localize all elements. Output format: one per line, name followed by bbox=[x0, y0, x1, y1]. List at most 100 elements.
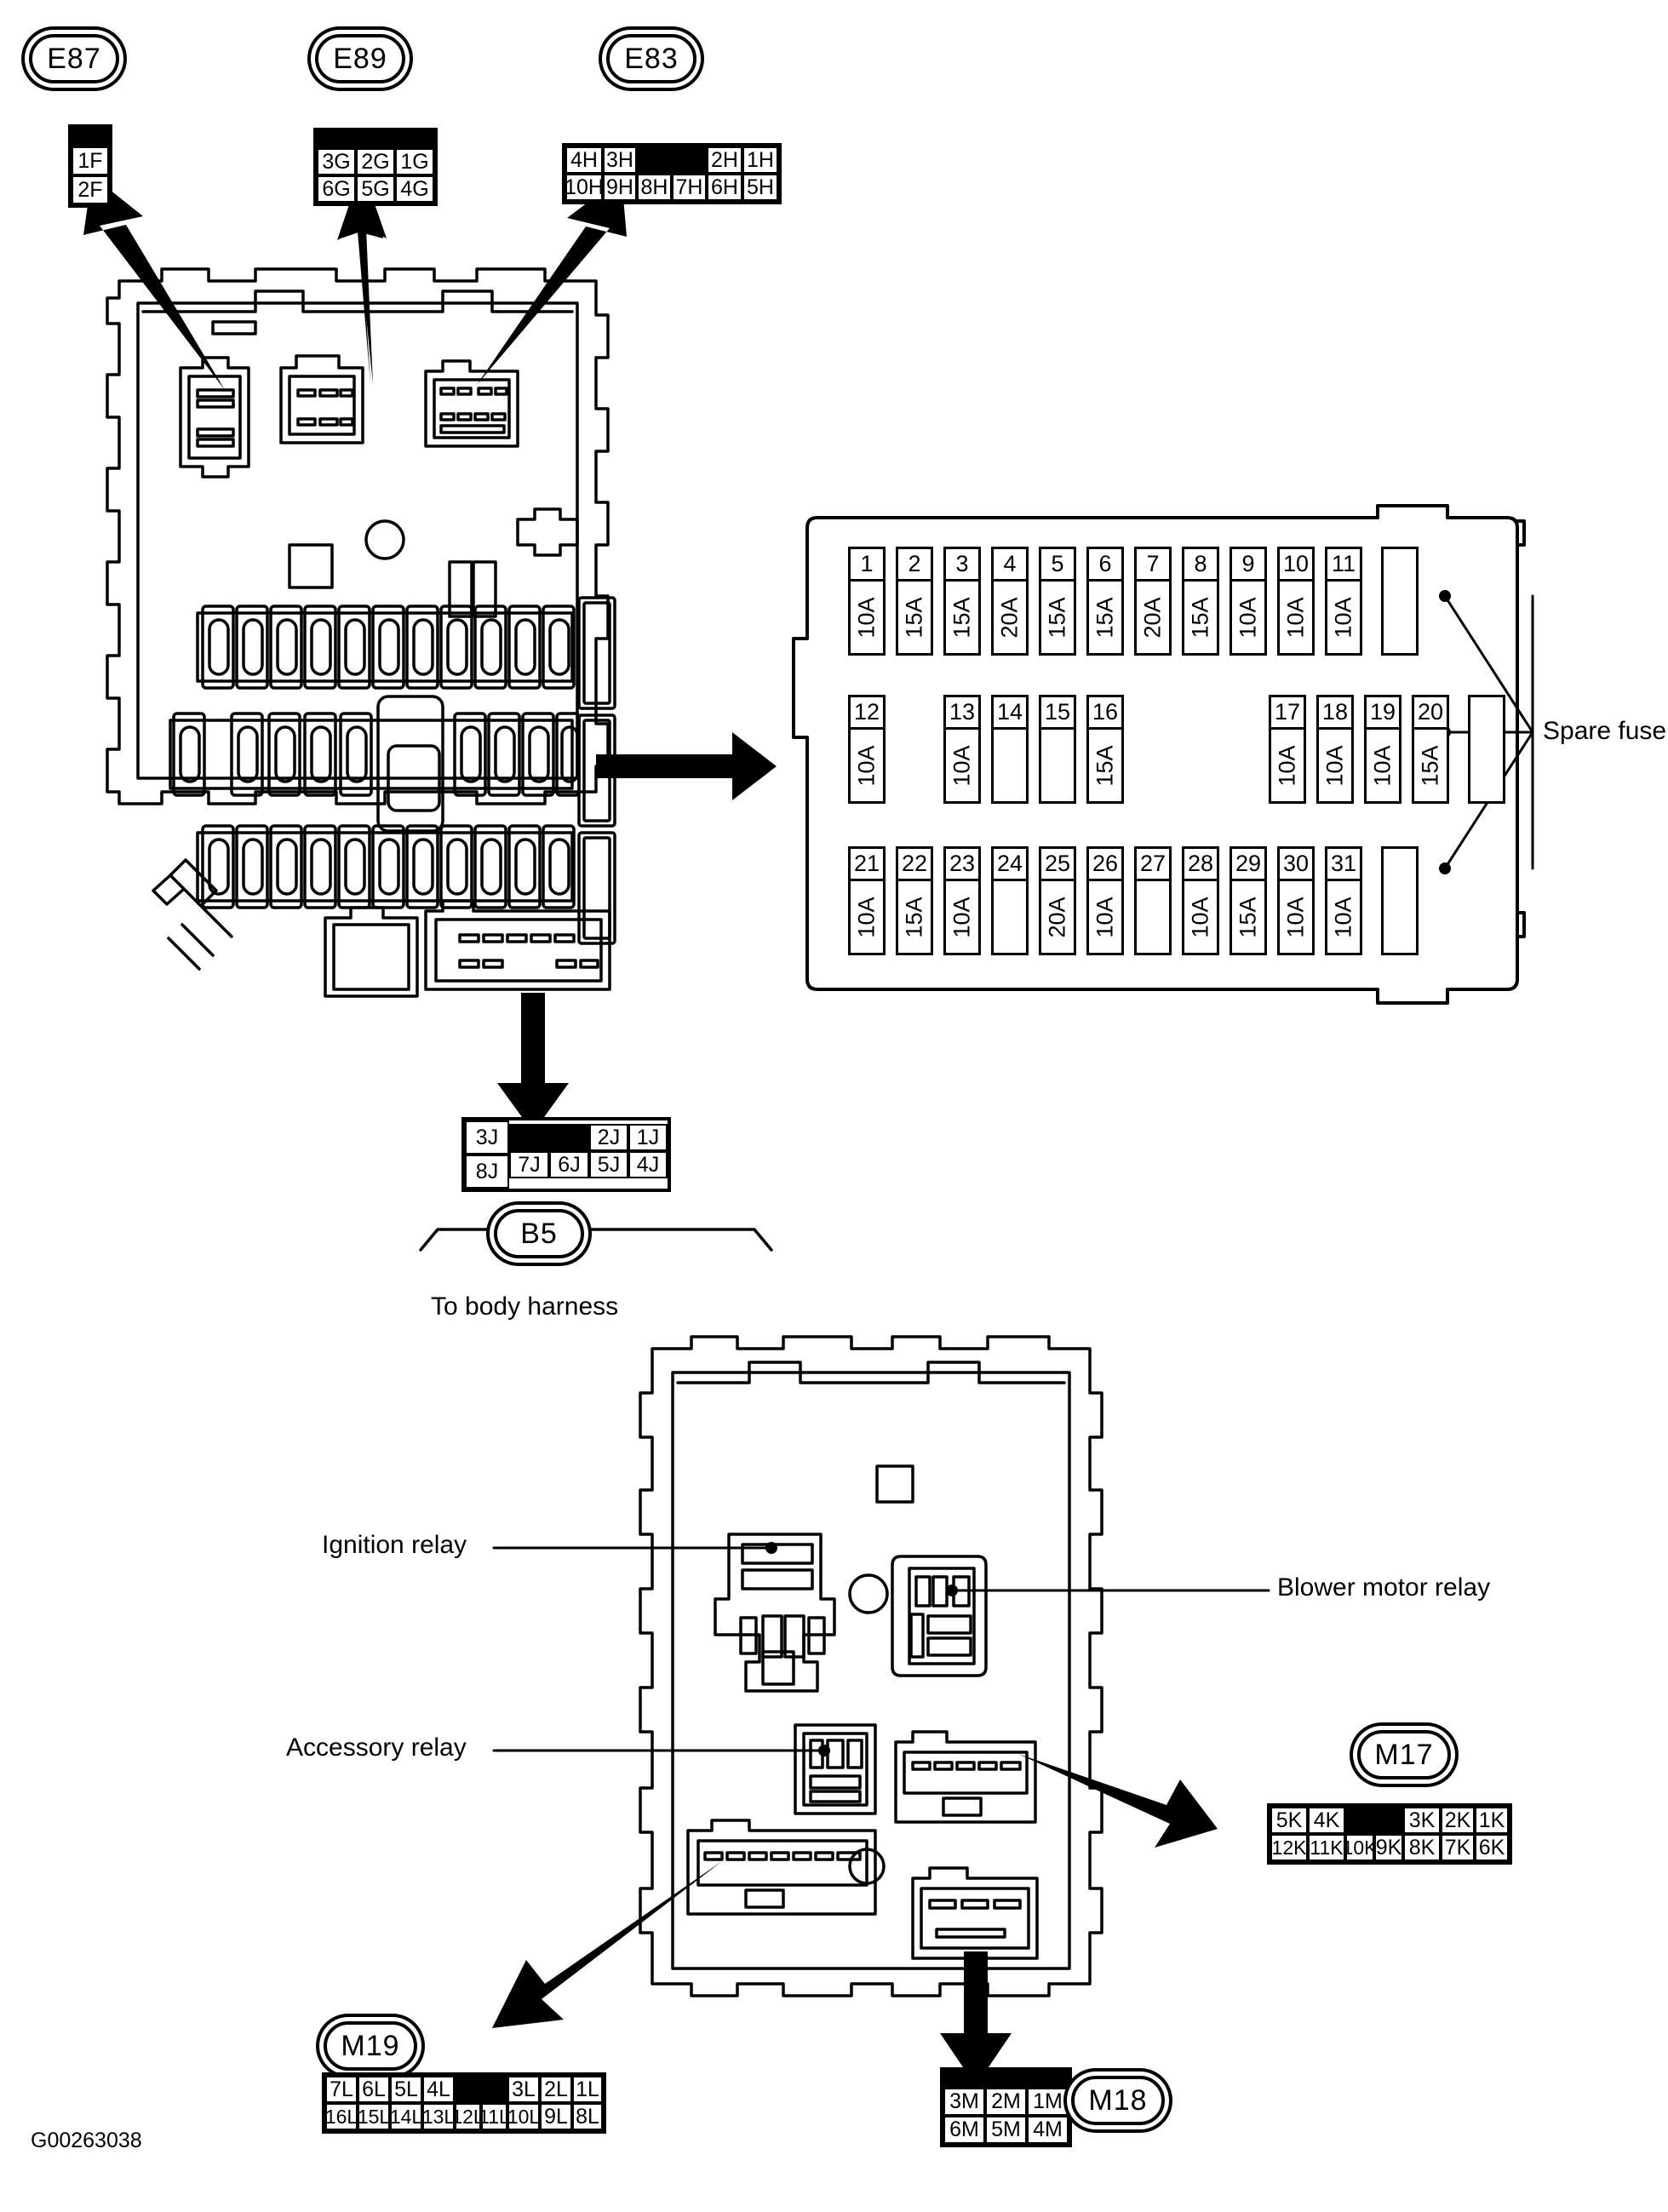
fuse-slot[interactable]: 3 15A bbox=[943, 547, 981, 656]
pin-cell[interactable]: 3H bbox=[603, 146, 637, 174]
fuse-slot-empty[interactable]: 14 bbox=[991, 695, 1029, 804]
pin-cell[interactable]: 5G bbox=[356, 175, 395, 203]
spare-fuse-slot[interactable] bbox=[1468, 695, 1505, 804]
pin-cell[interactable]: 2M bbox=[985, 2088, 1027, 2116]
pin-cell[interactable]: 4M bbox=[1027, 2116, 1069, 2144]
fuse-slot[interactable]: 25 20A bbox=[1039, 846, 1076, 955]
fuse-slot[interactable]: 22 15A bbox=[896, 846, 933, 955]
pin-cell[interactable]: 3G bbox=[317, 148, 356, 175]
pin-cell[interactable]: 4H bbox=[565, 146, 603, 174]
connector-bubble-b5[interactable]: B5 bbox=[494, 1209, 584, 1258]
fuse-slot[interactable]: 13 10A bbox=[943, 695, 981, 804]
pin-cell[interactable]: 1K bbox=[1475, 1807, 1509, 1834]
connector-pingrid-m17[interactable]: 5K 4K 3K 2K 1K 12K 11K 10K 9K 8K 7K 6K bbox=[1267, 1803, 1512, 1865]
pin-cell[interactable]: 2H bbox=[707, 146, 742, 174]
connector-bubble-m19[interactable]: M19 bbox=[324, 2021, 417, 2071]
fuse-slot[interactable]: 30 10A bbox=[1277, 846, 1315, 955]
connector-bubble-m18[interactable]: M18 bbox=[1071, 2076, 1165, 2125]
pin-cell[interactable]: 11K bbox=[1308, 1834, 1345, 1861]
fuse-slot-empty[interactable]: 27 bbox=[1134, 846, 1172, 955]
fuse-slot[interactable]: 7 20A bbox=[1134, 547, 1172, 656]
fuse-slot[interactable]: 31 10A bbox=[1325, 846, 1362, 955]
pin-cell[interactable]: 7K bbox=[1441, 1834, 1475, 1861]
fuse-slot[interactable]: 8 15A bbox=[1182, 547, 1219, 656]
fuse-slot[interactable]: 10 10A bbox=[1277, 547, 1315, 656]
connector-bubble-e83[interactable]: E83 bbox=[606, 34, 696, 83]
pin-cell[interactable]: 9H bbox=[603, 174, 637, 201]
pin-cell[interactable]: 6K bbox=[1475, 1834, 1509, 1861]
fuse-slot[interactable]: 28 10A bbox=[1182, 846, 1219, 955]
pin-cell[interactable]: 1G bbox=[395, 148, 434, 175]
pin-cell[interactable]: 3M bbox=[943, 2088, 985, 2116]
pin-cell[interactable]: 11L bbox=[479, 2103, 510, 2130]
pin-cell[interactable]: 2F bbox=[72, 175, 109, 204]
pin-cell[interactable]: 6G bbox=[317, 175, 356, 203]
connector-bubble-e89[interactable]: E89 bbox=[315, 34, 405, 83]
pin-cell[interactable]: 5M bbox=[985, 2116, 1027, 2144]
fuse-slot[interactable]: 9 10A bbox=[1230, 547, 1267, 656]
connector-pingrid-e83[interactable]: 4H 3H 2H 1H 10H 9H 8H 7H 6H 5H bbox=[562, 143, 782, 204]
pin-cell[interactable]: 7L bbox=[325, 2076, 358, 2103]
pin-cell[interactable]: 4L bbox=[422, 2076, 455, 2103]
pin-cell[interactable]: 10H bbox=[565, 174, 604, 201]
fuse-slot[interactable]: 29 15A bbox=[1230, 846, 1267, 955]
pin-cell[interactable]: 16L bbox=[325, 2103, 358, 2130]
fuse-slot[interactable]: 11 10A bbox=[1325, 547, 1362, 656]
connector-pingrid-b5[interactable]: 3J 8J 2J 1J 7J 6J 5J 4J bbox=[461, 1117, 671, 1192]
fuse-slot[interactable]: 1 10A bbox=[848, 547, 886, 656]
pin-cell[interactable]: 6J bbox=[549, 1151, 589, 1178]
pin-cell[interactable]: 13L bbox=[422, 2103, 455, 2130]
pin-cell[interactable]: 5L bbox=[390, 2076, 422, 2103]
pin-cell[interactable]: 10L bbox=[507, 2103, 540, 2130]
pin-cell[interactable]: 3J bbox=[465, 1120, 509, 1155]
fuse-slot[interactable]: 6 15A bbox=[1086, 547, 1124, 656]
pin-cell[interactable]: 1H bbox=[742, 146, 778, 174]
fuse-slot[interactable]: 19 10A bbox=[1364, 695, 1401, 804]
fuse-slot[interactable]: 2 15A bbox=[896, 547, 933, 656]
pin-cell[interactable]: 15L bbox=[358, 2103, 390, 2130]
pin-cell[interactable]: 6H bbox=[707, 174, 742, 201]
pin-cell[interactable]: 4K bbox=[1308, 1807, 1345, 1834]
pin-cell[interactable]: 1F bbox=[72, 146, 109, 175]
pin-cell[interactable]: 1M bbox=[1027, 2088, 1069, 2116]
fuse-slot[interactable]: 23 10A bbox=[943, 846, 981, 955]
spare-fuse-slot[interactable] bbox=[1381, 547, 1419, 656]
pin-cell[interactable]: 8H bbox=[637, 174, 672, 201]
pin-cell[interactable]: 4J bbox=[628, 1151, 668, 1178]
pin-cell[interactable]: 12K bbox=[1270, 1834, 1308, 1861]
pin-cell[interactable]: 6L bbox=[358, 2076, 390, 2103]
pin-cell[interactable]: 8J bbox=[465, 1155, 509, 1189]
pin-cell[interactable]: 8L bbox=[572, 2103, 603, 2130]
connector-pingrid-e87[interactable]: 1F 2F bbox=[68, 124, 112, 208]
pin-cell[interactable]: 5J bbox=[589, 1151, 628, 1178]
pin-cell[interactable]: 1J bbox=[628, 1124, 668, 1151]
pin-cell[interactable]: 2J bbox=[589, 1124, 628, 1151]
pin-cell[interactable]: 6M bbox=[943, 2116, 985, 2144]
pin-cell[interactable]: 12L bbox=[451, 2103, 484, 2130]
connector-pingrid-e89[interactable]: 3G 2G 1G 6G 5G 4G bbox=[313, 128, 438, 206]
pin-cell[interactable]: 10K bbox=[1343, 1834, 1377, 1861]
connector-pingrid-m19[interactable]: 7L 6L 5L 4L 3L 2L 1L 16L 15L 14L 13L 12L… bbox=[322, 2072, 606, 2134]
pin-cell[interactable]: 5K bbox=[1270, 1807, 1308, 1834]
fuse-slot[interactable]: 18 10A bbox=[1316, 695, 1354, 804]
pin-cell[interactable]: 2L bbox=[540, 2076, 572, 2103]
fuse-slot[interactable]: 4 20A bbox=[991, 547, 1029, 656]
fuse-slot[interactable]: 16 15A bbox=[1086, 695, 1124, 804]
pin-cell[interactable]: 14L bbox=[390, 2103, 422, 2130]
fuse-slot-empty[interactable]: 15 bbox=[1039, 695, 1076, 804]
pin-cell[interactable]: 3L bbox=[507, 2076, 540, 2103]
pin-cell[interactable]: 7J bbox=[509, 1151, 549, 1178]
connector-bubble-m17[interactable]: M17 bbox=[1357, 1730, 1451, 1779]
fuse-slot[interactable]: 26 10A bbox=[1086, 846, 1124, 955]
fuse-slot[interactable]: 17 10A bbox=[1269, 695, 1306, 804]
pin-cell[interactable]: 4G bbox=[395, 175, 434, 203]
spare-fuse-slot[interactable] bbox=[1381, 846, 1419, 955]
fuse-slot[interactable]: 5 15A bbox=[1039, 547, 1076, 656]
pin-cell[interactable]: 5H bbox=[742, 174, 778, 201]
fuse-slot[interactable]: 12 10A bbox=[848, 695, 886, 804]
pin-cell[interactable]: 9L bbox=[540, 2103, 572, 2130]
connector-bubble-e87[interactable]: E87 bbox=[29, 34, 119, 83]
pin-cell[interactable]: 2K bbox=[1441, 1807, 1475, 1834]
fuse-slot[interactable]: 21 10A bbox=[848, 846, 886, 955]
fuse-slot[interactable]: 20 15A bbox=[1412, 695, 1449, 804]
